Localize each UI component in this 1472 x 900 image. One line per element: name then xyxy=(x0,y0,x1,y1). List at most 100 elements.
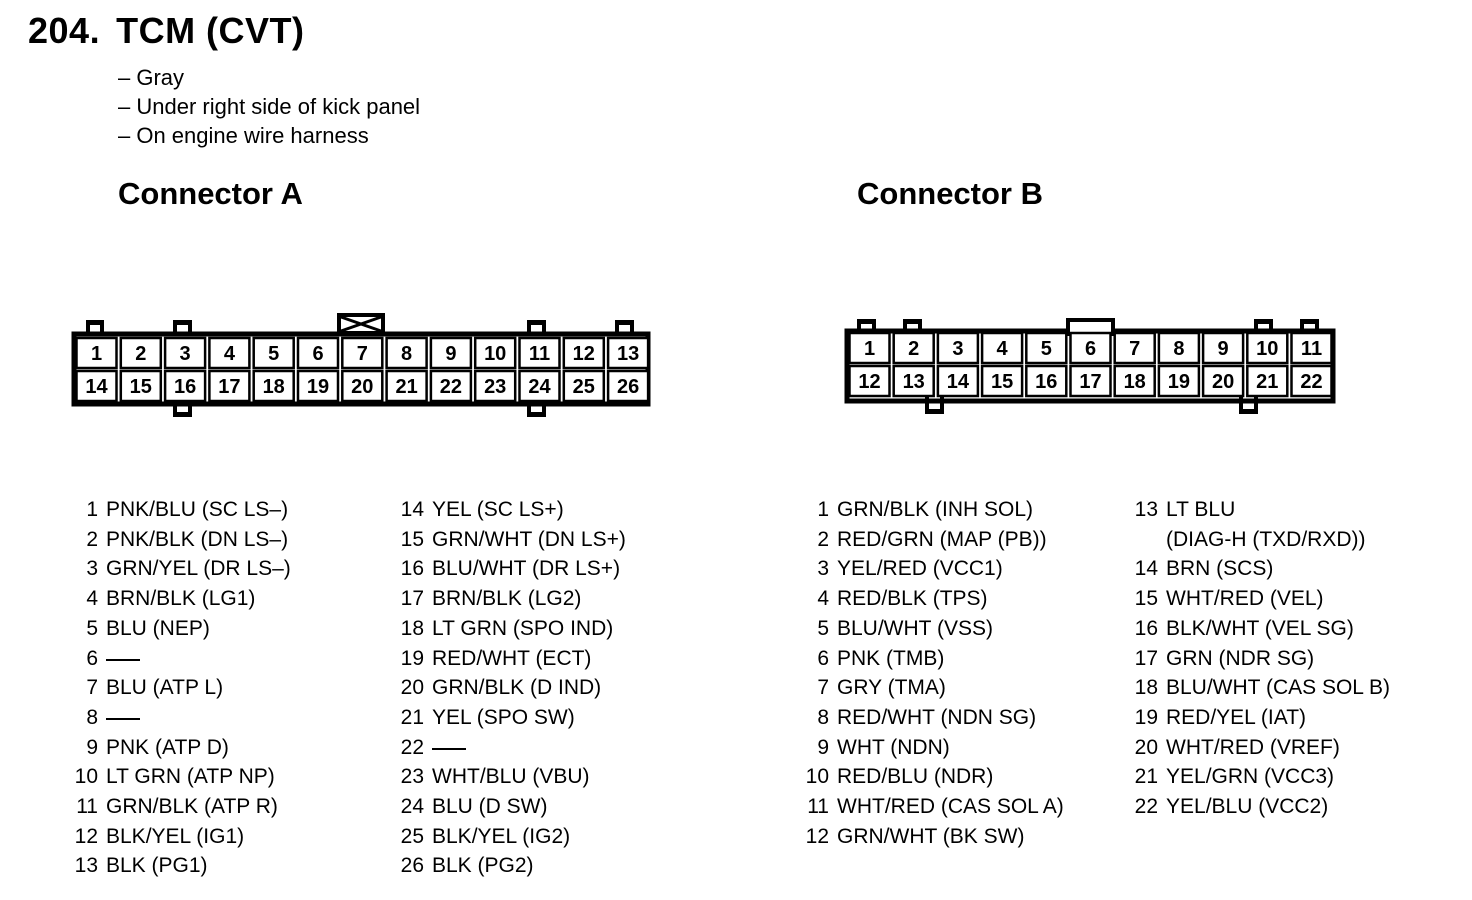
page-title: 204.TCM (CVT) xyxy=(28,10,305,52)
pin-description: BRN (SCS) xyxy=(1166,557,1274,581)
pin-description: PNK (TMB) xyxy=(837,646,945,670)
pin-description: GRN/BLK (INH SOL) xyxy=(837,498,1034,521)
connector-a-pin-label-18: 18 xyxy=(263,376,285,398)
connector-b-cavity-16 xyxy=(1025,364,1068,398)
pin-description: YEL/BLU (VCC2) xyxy=(1166,795,1329,819)
connector-a-pin-label-16: 16 xyxy=(174,376,196,398)
connector-b-cavity-22 xyxy=(1290,364,1333,398)
connector-a-pin-label-8: 8 xyxy=(401,343,412,365)
pin-unused-dash xyxy=(106,703,140,733)
pin-number: 21 xyxy=(1134,765,1158,789)
connector-b-pin-row: 17 GRN (NDR SG) xyxy=(1130,644,1390,674)
connector-b-pin-label-18: 18 xyxy=(1124,371,1146,393)
connector-a-cavity-1 xyxy=(75,336,118,370)
connector-a-pin-row: 14 YEL (SC LS+) xyxy=(396,495,626,525)
connector-a-cavity-4 xyxy=(208,336,251,370)
pin-number: 25 xyxy=(400,824,424,848)
connector-b-pin-label-13: 13 xyxy=(903,371,925,393)
pin-number: 22 xyxy=(400,735,424,759)
connector-a-pin-label-11: 11 xyxy=(529,343,550,365)
connector-a-cavity-21 xyxy=(385,369,428,403)
connector-b-title: Connector B xyxy=(857,176,1043,211)
connector-a-pin-label-17: 17 xyxy=(218,376,240,398)
connector-b-pin-label-20: 20 xyxy=(1212,371,1234,393)
info-line-location: – Under right side of kick panel xyxy=(118,94,421,119)
pin-description: GRN/WHT (DN LS+) xyxy=(432,527,626,551)
connector-b-cavity-21 xyxy=(1246,364,1289,398)
pin-number: 19 xyxy=(1134,705,1158,729)
pin-number: 10 xyxy=(805,765,829,789)
pin-unused-dash xyxy=(432,733,466,763)
pin-number: 21 xyxy=(400,705,424,729)
pin-description: GRN/WHT (BK SW) xyxy=(837,824,1025,848)
connector-b-cavity-15 xyxy=(980,364,1024,398)
connector-a-pin-label-12: 12 xyxy=(573,343,595,365)
connector-b-pin-label-16: 16 xyxy=(1035,371,1057,393)
pin-number: 2 xyxy=(86,527,98,551)
pin-description: GRN (NDR SG) xyxy=(1166,646,1315,670)
pin-description: PNK/BLU (SC LS–) xyxy=(106,498,289,521)
connector-b-cavity-8 xyxy=(1157,331,1201,365)
pin-description: YEL (SC LS+) xyxy=(432,498,564,521)
pin-description: BLU (D SW) xyxy=(432,795,548,819)
pin-number: 22 xyxy=(1134,795,1158,819)
pin-description: PNK/BLK (DN LS–) xyxy=(106,527,289,551)
connector-b-cavity-14 xyxy=(936,364,980,398)
connector-a-cavity-16 xyxy=(163,369,207,403)
pin-number: 2 xyxy=(817,527,829,551)
connector-a-pin-label-5: 5 xyxy=(268,343,279,365)
pin-description: YEL/RED (VCC1) xyxy=(837,557,1003,581)
connector-b-cavity-4 xyxy=(980,331,1024,365)
pin-unused-dash xyxy=(106,644,140,674)
connector-b-cavity-12 xyxy=(848,364,891,398)
connector-a-pin-label-10: 10 xyxy=(484,343,506,365)
connector-a-pin-label-7: 7 xyxy=(357,343,368,365)
pin-description: YEL/GRN (VCC3) xyxy=(1166,765,1335,789)
pin-description: LT BLU xyxy=(1166,498,1236,521)
pin-description: LT GRN (ATP NP) xyxy=(106,765,275,789)
pin-number: 17 xyxy=(1134,646,1158,670)
connector-a-pin-row: 15 GRN/WHT (DN LS+) xyxy=(396,525,626,555)
pin-number: 8 xyxy=(86,705,98,729)
pin-description: BLU (NEP) xyxy=(106,616,210,640)
pin-description: RED/BLK (TPS) xyxy=(837,587,988,611)
pin-number: 15 xyxy=(400,527,424,551)
connector-b-pin-label-12: 12 xyxy=(858,371,880,393)
connector-b-pin-label-11: 11 xyxy=(1301,338,1322,360)
pin-number: 11 xyxy=(807,795,829,819)
pin-number: 4 xyxy=(86,587,98,611)
connector-a-cavity-6 xyxy=(296,336,340,370)
connector-a-cavity-20 xyxy=(341,369,384,403)
connector-a-pin-row: 2 PNK/BLK (DN LS–) xyxy=(70,525,291,555)
connector-b-pin-label-1: 1 xyxy=(864,338,875,360)
connector-b-pin-label-8: 8 xyxy=(1173,338,1184,360)
connector-a-pin-label-20: 20 xyxy=(351,376,373,398)
pin-number: 13 xyxy=(74,854,98,878)
pin-number: 10 xyxy=(74,765,98,789)
connector-a-pin-label-23: 23 xyxy=(484,376,506,398)
connector-b-pin-label-9: 9 xyxy=(1218,338,1229,360)
connector-a-cavity-5 xyxy=(252,336,295,370)
connector-a-cavity-26 xyxy=(606,369,650,403)
connector-b-cavity-18 xyxy=(1113,364,1156,398)
pin-number: 1 xyxy=(817,498,829,521)
pin-number: 14 xyxy=(400,498,424,521)
connector-b-pin-label-4: 4 xyxy=(997,338,1009,360)
connector-b-cavity-11 xyxy=(1290,331,1333,365)
connector-a-cavity-7 xyxy=(341,336,384,370)
